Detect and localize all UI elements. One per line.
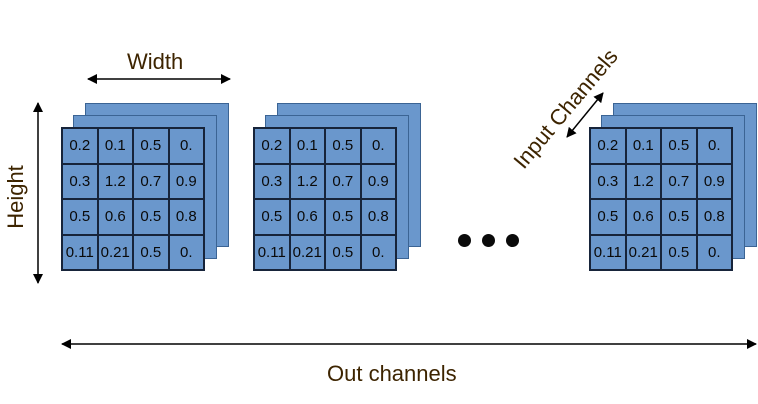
kernel-cell: 0.2	[590, 128, 626, 164]
input-channels-arrow	[566, 92, 604, 138]
kernel-cell: 0.	[168, 234, 204, 270]
kernel-cell: 0.8	[696, 199, 732, 235]
kernel-cell: 0.	[696, 128, 732, 164]
kernel-cell: 0.6	[289, 199, 325, 235]
kernel-cell: 0.9	[360, 163, 396, 199]
kernel-cell: 0.2	[254, 128, 290, 164]
out-channels-label: Out channels	[327, 361, 457, 386]
kernel-cell: 0.	[168, 128, 204, 164]
kernel-cell: 0.5	[661, 128, 697, 164]
kernel-cell: 0.5	[133, 199, 169, 235]
kernel-cell: 0.1	[289, 128, 325, 164]
ellipsis-dot	[482, 234, 495, 247]
kernel-cell: 0.5	[325, 128, 361, 164]
kernel-cell: 0.6	[97, 199, 133, 235]
kernel-cell: 0.11	[590, 234, 626, 270]
kernel-cell: 0.7	[661, 163, 697, 199]
height-label: Height	[2, 165, 28, 229]
ellipsis	[458, 234, 519, 247]
kernel-cell: 0.11	[62, 234, 98, 270]
kernel-cell: 1.2	[289, 163, 325, 199]
kernel-cell: 0.5	[254, 199, 290, 235]
kernel-cell: 0.3	[254, 163, 290, 199]
kernel-cell: 0.7	[133, 163, 169, 199]
kernel-cell: 0.	[696, 234, 732, 270]
kernel-cell: 0.5	[661, 199, 697, 235]
kernel-cell: 0.7	[325, 163, 361, 199]
kernel-cell: 1.2	[625, 163, 661, 199]
kernel-cell: 0.2	[62, 128, 98, 164]
kernel-cell: 1.2	[97, 163, 133, 199]
kernel-cell: 0.5	[62, 199, 98, 235]
kernel-cell: 0.21	[97, 234, 133, 270]
kernel-cell: 0.1	[625, 128, 661, 164]
kernel-cell: 0.8	[360, 199, 396, 235]
kernel-cell: 0.	[360, 128, 396, 164]
kernel-cell: 0.5	[133, 128, 169, 164]
kernel-cell: 0.9	[696, 163, 732, 199]
kernel-cell: 0.3	[590, 163, 626, 199]
kernel-cell: 0.9	[168, 163, 204, 199]
kernel-cell: 0.6	[625, 199, 661, 235]
ellipsis-dot	[506, 234, 519, 247]
kernel-cell: 0.5	[325, 199, 361, 235]
kernel-cell: 0.5	[325, 234, 361, 270]
kernel-cell: 0.5	[661, 234, 697, 270]
kernel-cell: 0.5	[133, 234, 169, 270]
kernel-cell: 0.21	[289, 234, 325, 270]
kernel-cell: 0.8	[168, 199, 204, 235]
kernel-cell: 0.5	[590, 199, 626, 235]
kernel-cell: 0.	[360, 234, 396, 270]
width-label: Width	[127, 49, 184, 74]
kernel-cell: 0.1	[97, 128, 133, 164]
kernel-cell: 0.21	[625, 234, 661, 270]
ellipsis-dot	[458, 234, 471, 247]
kernel-cell: 0.11	[254, 234, 290, 270]
kernel-cell: 0.3	[62, 163, 98, 199]
